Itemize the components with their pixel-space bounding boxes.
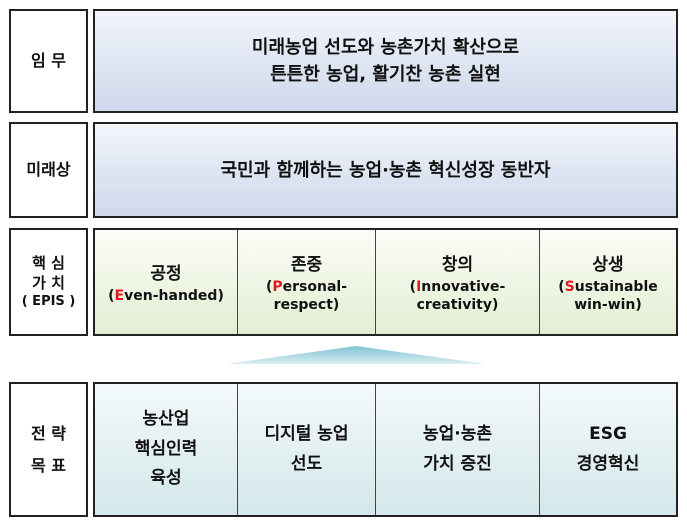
core-values-label-line-2: 가 치 [32, 274, 65, 293]
core-value-fairness: 공정 (Even-handed) [95, 230, 238, 334]
strategic-goals-label-line-2: 목 표 [30, 455, 66, 475]
vision-label: 미래상 [9, 122, 88, 218]
goal-talent: 농산업 핵심인력 육성 [95, 384, 238, 515]
goal-line: 육성 [150, 468, 182, 489]
core-value-title: 창의 [441, 255, 474, 275]
core-value-creativity: 창의 (Innovative-creativity) [376, 230, 540, 334]
core-value-title: 존중 [290, 255, 323, 275]
core-value-initial: S [564, 279, 575, 295]
strategic-goals-box: 농산업 핵심인력 육성 디지털 농업 선도 농업·농촌 가치 증진 ESG 경영… [93, 382, 678, 517]
mission-label-text: 임 무 [30, 51, 66, 71]
core-values-label-line-1: 핵 심 [32, 253, 65, 272]
goal-line: 가치 증진 [423, 453, 492, 474]
core-value-subtitle: (Even-handed) [108, 287, 224, 304]
goal-line: ESG [589, 423, 627, 444]
core-value-initial: P [272, 279, 283, 295]
goal-line: 농산업 [142, 408, 190, 429]
core-value-subtitle: (Personal-respect) [265, 279, 348, 313]
core-value-initial: I [416, 279, 422, 295]
mission-box: 미래농업 선도와 농촌가치 확산으로 튼튼한 농업, 활기찬 농촌 실현 [93, 9, 678, 113]
goal-line: 경영혁신 [576, 453, 640, 474]
core-value-respect: 존중 (Personal-respect) [238, 230, 376, 334]
core-value-title: 공정 [150, 263, 182, 284]
strategic-goals-label: 전 략 목 표 [9, 382, 88, 517]
goal-line: 디지털 농업 [264, 423, 349, 444]
mission-line-1: 미래농업 선도와 농촌가치 확산으로 [251, 37, 520, 58]
core-value-initial: E [114, 287, 125, 304]
mission-line-2: 튼튼한 농업, 활기찬 농촌 실현 [270, 64, 501, 85]
core-value-title: 상생 [592, 255, 624, 275]
goal-value: 농업·농촌 가치 증진 [376, 384, 540, 515]
core-values-box: 공정 (Even-handed) 존중 (Personal-respect) 창… [93, 228, 678, 336]
goal-line: 선도 [290, 453, 323, 474]
upward-arrow-icon [226, 346, 486, 364]
strategic-goals-label-line-1: 전 략 [30, 423, 66, 443]
goal-line: 농업·농촌 [422, 423, 493, 444]
core-values-label: 핵 심 가 치 ( EPIS ) [9, 228, 88, 336]
vision-box: 국민과 함께하는 농업·농촌 혁신성장 동반자 [93, 122, 678, 218]
core-values-label-line-3: ( EPIS ) [21, 294, 76, 310]
vision-text: 국민과 함께하는 농업·농촌 혁신성장 동반자 [220, 159, 551, 181]
vision-label-text: 미래상 [26, 160, 71, 180]
mission-label: 임 무 [9, 9, 88, 113]
core-value-subtitle: (Innovative-creativity) [409, 279, 506, 313]
goal-digital: 디지털 농업 선도 [238, 384, 376, 515]
goal-line: 핵심인력 [134, 438, 198, 459]
goal-esg: ESG 경영혁신 [540, 384, 676, 515]
